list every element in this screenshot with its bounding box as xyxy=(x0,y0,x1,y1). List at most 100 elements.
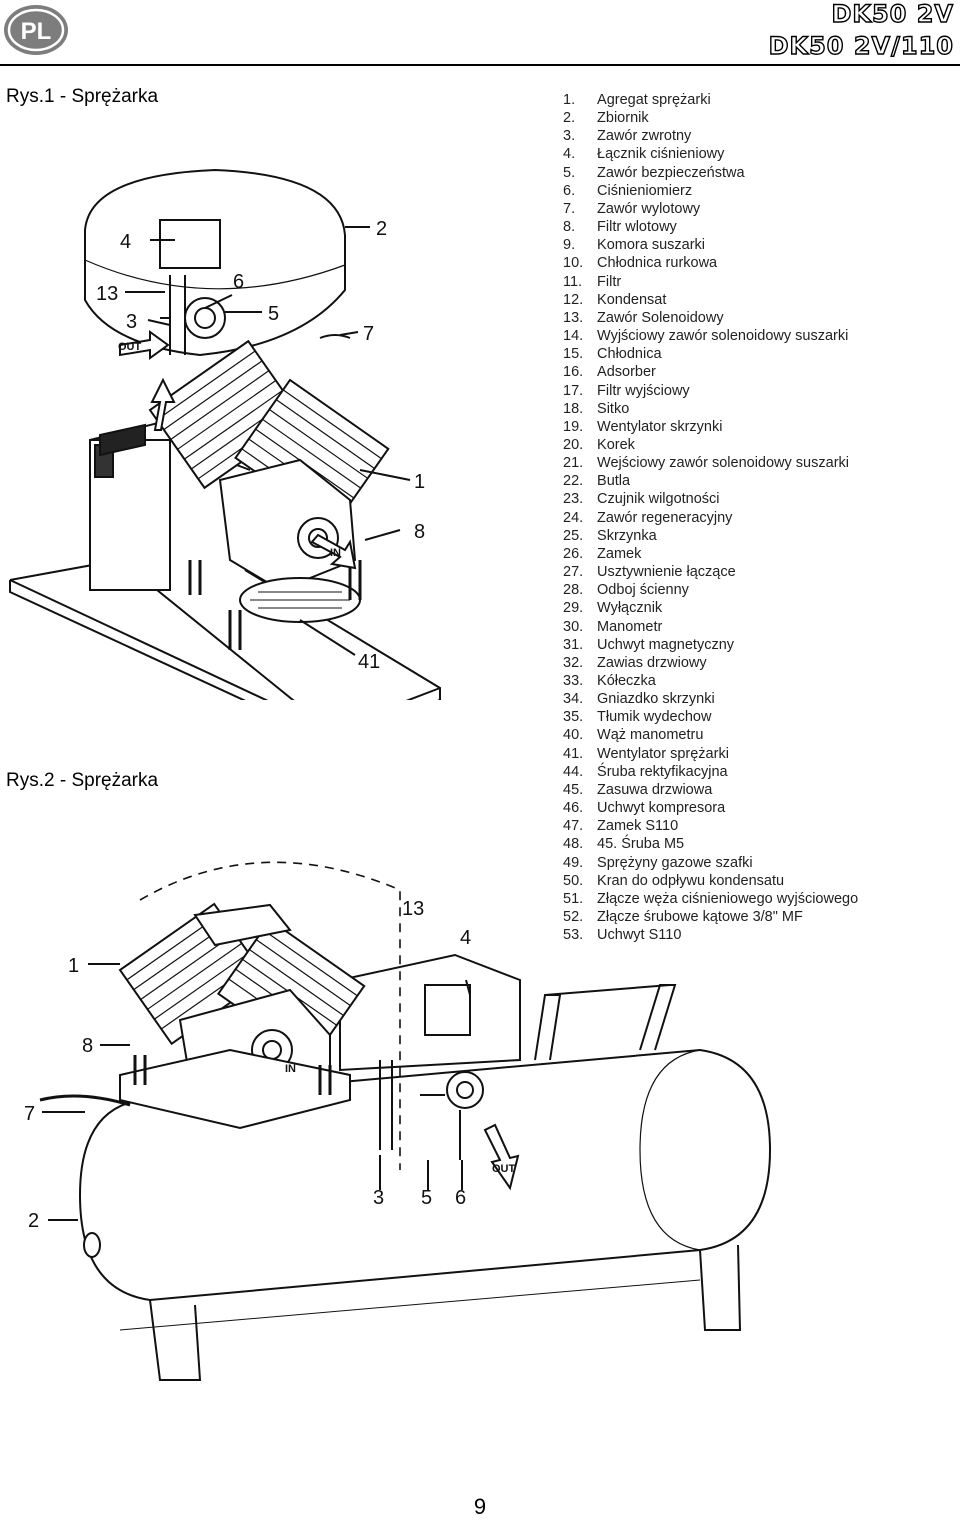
part-name: Uchwyt magnetyczny xyxy=(597,636,735,653)
part-name: Tłumik wydechow xyxy=(597,709,712,726)
fig1-callout-41: 41 xyxy=(358,651,380,673)
part-number: 16. xyxy=(563,364,584,381)
fig2-callout-2: 2 xyxy=(28,1210,39,1232)
part-name: Zamek xyxy=(597,545,642,562)
part-name: Wentylator sprężarki xyxy=(597,745,729,762)
model-name-secondary: DK50 2V/110 xyxy=(768,31,954,60)
parts-list-item: 33. Kółeczka xyxy=(563,672,858,690)
parts-list-item: 18. Sitko xyxy=(563,400,858,418)
part-number: 27. xyxy=(563,564,584,581)
part-number: 24. xyxy=(563,509,584,526)
parts-list-item: 45. Zasuwa drzwiowa xyxy=(563,781,858,799)
part-number: 45. xyxy=(563,781,584,798)
parts-list-item: 26. Zamek xyxy=(563,545,858,563)
parts-list-item: 21. Wejściowy zawór solenoidowy suszarki xyxy=(563,454,858,472)
part-name: Zawias drzwiowy xyxy=(597,654,707,671)
part-name: Kondensat xyxy=(597,291,667,308)
part-name: Manometr xyxy=(597,618,663,635)
parts-list-item: 32. Zawias drzwiowy xyxy=(563,654,858,672)
fig1-callout-6: 6 xyxy=(233,271,244,293)
part-name: Butla xyxy=(597,473,631,490)
part-name: Odboj ścienny xyxy=(597,582,689,599)
part-number: 41. xyxy=(563,745,584,762)
page-number: 9 xyxy=(473,1494,487,1519)
language-badge: PL xyxy=(4,5,68,55)
part-number: 15. xyxy=(563,346,584,363)
fig2-out-label: OUT xyxy=(492,1163,516,1175)
part-name: Adsorber xyxy=(597,364,656,381)
part-name: Kran do odpływu kondensatu xyxy=(597,872,785,889)
parts-list-item: 53. Uchwyt S110 xyxy=(563,926,858,944)
part-name: Zawór zwrotny xyxy=(597,128,692,145)
part-name: Zawór bezpieczeństwa xyxy=(597,164,745,181)
part-name: Zamek S110 xyxy=(597,818,679,835)
parts-list-item: 40. Wąż manometru xyxy=(563,726,858,744)
parts-list-item: 3. Zawór zwrotny xyxy=(563,127,858,145)
header-divider xyxy=(0,64,960,66)
part-number: 25. xyxy=(563,527,584,544)
parts-list-item: 20. Korek xyxy=(563,436,858,454)
parts-list-item: 2. Zbiornik xyxy=(563,109,858,127)
fig2-callout-7: 7 xyxy=(24,1103,35,1125)
part-number: 44. xyxy=(563,763,584,780)
part-name: Łącznik ciśnieniowy xyxy=(597,146,725,163)
part-number: 47. xyxy=(563,818,584,835)
figure-2-title: Rys.2 - Sprężarka xyxy=(6,770,159,791)
part-number: 26. xyxy=(563,545,584,562)
part-number: 51. xyxy=(563,890,584,907)
parts-list-item: 4. Łącznik ciśnieniowy xyxy=(563,145,858,163)
part-name: Zawór wylotowy xyxy=(597,200,701,217)
parts-list-item: 52. Złącze śrubowe kątowe 3/8" MF xyxy=(563,908,858,926)
fig2-in-label: IN xyxy=(285,1063,296,1075)
part-number: 21. xyxy=(563,455,584,472)
part-name: Filtr xyxy=(597,273,622,290)
part-name: Złącze śrubowe kątowe 3/8" MF xyxy=(597,909,803,926)
part-number: 48. xyxy=(563,836,584,853)
part-name: Zawór Solenoidowy xyxy=(597,309,724,326)
part-name: Wyłącznik xyxy=(597,600,663,617)
part-name: Zawór regeneracyjny xyxy=(597,509,733,526)
parts-list-item: 46. Uchwyt kompresora xyxy=(563,799,858,817)
part-name: Filtr wlotowy xyxy=(597,219,677,236)
parts-list-item: 6. Ciśnieniomierz xyxy=(563,182,858,200)
part-name: Czujnik wilgotności xyxy=(597,491,720,508)
part-name: Gniazdko skrzynki xyxy=(597,691,715,708)
fig1-out-label: OUT xyxy=(118,341,142,353)
fig1-in-label: IN xyxy=(330,547,341,559)
fig1-callout-8: 8 xyxy=(414,521,425,543)
part-number: 12. xyxy=(563,291,584,308)
part-number: 20. xyxy=(563,436,584,453)
part-number: 5. xyxy=(563,164,576,181)
part-name: Wentylator skrzynki xyxy=(597,418,723,435)
part-number: 50. xyxy=(563,872,584,889)
part-number: 53. xyxy=(563,927,584,944)
fig2-callout-8: 8 xyxy=(82,1035,93,1057)
part-number: 17. xyxy=(563,382,584,399)
part-number: 31. xyxy=(563,636,584,653)
part-number: 23. xyxy=(563,491,584,508)
parts-list-item: 44. Śruba rektyfikacyjna xyxy=(563,763,858,781)
part-number: 10. xyxy=(563,255,584,272)
part-number: 49. xyxy=(563,854,584,871)
parts-list-item: 13. Zawór Solenoidowy xyxy=(563,309,858,327)
part-name: Skrzynka xyxy=(597,527,657,544)
parts-list-item: 1. Agregat sprężarki xyxy=(563,91,858,109)
parts-list-item: 10. Chłodnica rurkowa xyxy=(563,254,858,272)
figure-1-compressor-illustration: 4 2 13 6 5 3 7 1 8 41 OUT IN xyxy=(9,168,441,700)
parts-list-item: 47. Zamek S110 xyxy=(563,817,858,835)
part-name: Złącze węża ciśnieniowego wyjściowego xyxy=(597,890,859,907)
part-name: Chłodnica rurkowa xyxy=(597,255,718,272)
part-name: Zbiornik xyxy=(597,110,649,127)
parts-list-item: 16. Adsorber xyxy=(563,363,858,381)
parts-list-item: 28. Odboj ścienny xyxy=(563,581,858,599)
part-number: 3. xyxy=(563,128,576,145)
parts-list-item: 22. Butla xyxy=(563,472,858,490)
part-name: Sprężyny gazowe szafki xyxy=(597,854,753,871)
parts-list-item: 9. Komora suszarki xyxy=(563,236,858,254)
parts-list-item: 24. Zawór regeneracyjny xyxy=(563,509,858,527)
parts-list-item: 11. Filtr xyxy=(563,273,858,291)
parts-list-item: 30. Manometr xyxy=(563,618,858,636)
parts-list-item: 12. Kondensat xyxy=(563,291,858,309)
parts-list-item: 31. Uchwyt magnetyczny xyxy=(563,636,858,654)
parts-list-item: 8. Filtr wlotowy xyxy=(563,218,858,236)
